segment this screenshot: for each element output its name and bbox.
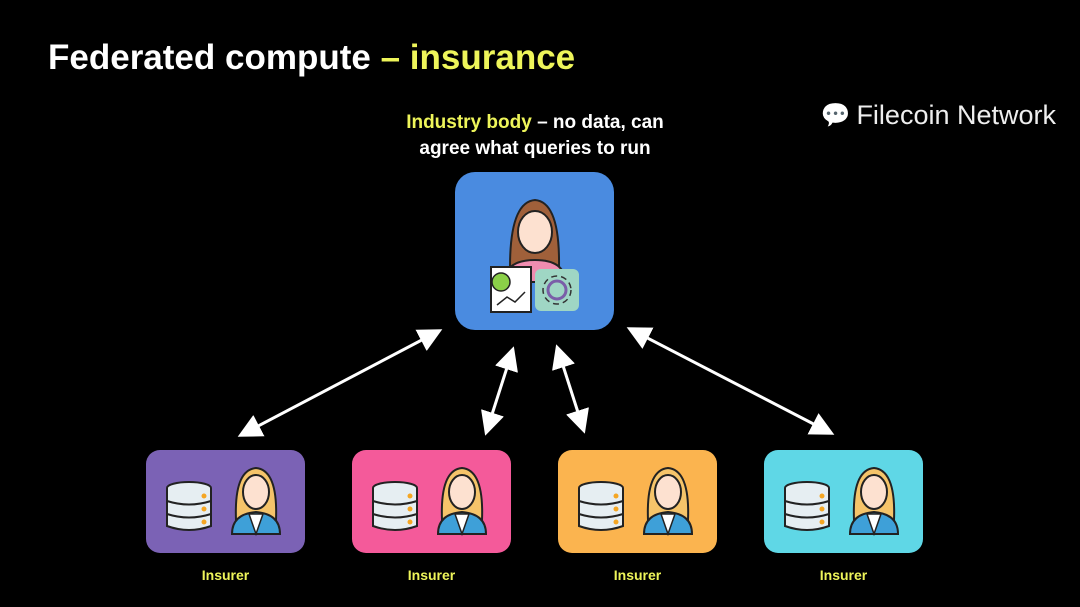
- insurer-label: Insurer: [407, 567, 456, 583]
- database-and-person-icon: [372, 466, 488, 537]
- watermark-text: Filecoin Network: [856, 100, 1056, 130]
- arrow-insurer-2: [481, 346, 518, 436]
- arrow-insurer-1: [237, 329, 443, 437]
- insurer-box: [558, 450, 717, 553]
- database-icon: [784, 481, 830, 531]
- database-and-person-icon: [784, 466, 900, 537]
- title-accent: – insurance: [380, 38, 576, 77]
- watermark: 💬 Filecoin Network: [821, 100, 1056, 131]
- person-icon: [436, 466, 488, 537]
- caption-line1: – no data, can: [531, 112, 664, 133]
- database-and-person-icon: [578, 466, 694, 537]
- insurer-box: [764, 450, 923, 553]
- database-icon: [372, 481, 418, 531]
- person-icon: [230, 466, 282, 537]
- insurer-box: [146, 450, 305, 553]
- insurer-box: [352, 450, 511, 553]
- insurer-label: Insurer: [201, 567, 250, 583]
- industry-body-caption: Industry body – no data, can agree what …: [360, 110, 710, 162]
- wechat-icon: 💬: [820, 102, 851, 129]
- database-icon: [166, 481, 212, 531]
- industry-body-box: [455, 172, 614, 330]
- caption-highlight: Industry body: [406, 112, 532, 133]
- insurer-label: Insurer: [819, 567, 868, 583]
- title-main: Federated compute: [48, 38, 371, 77]
- arrow-insurer-4: [626, 327, 835, 435]
- insurer-label: Insurer: [613, 567, 662, 583]
- caption-line2: agree what queries to run: [419, 138, 651, 159]
- database-and-person-icon: [166, 466, 282, 537]
- arrow-insurer-3: [552, 344, 589, 434]
- person-with-reports-icon: [490, 198, 579, 313]
- slide-title: Federated compute – insurance: [48, 38, 575, 78]
- person-icon: [848, 466, 900, 537]
- database-icon: [578, 481, 624, 531]
- person-icon: [642, 466, 694, 537]
